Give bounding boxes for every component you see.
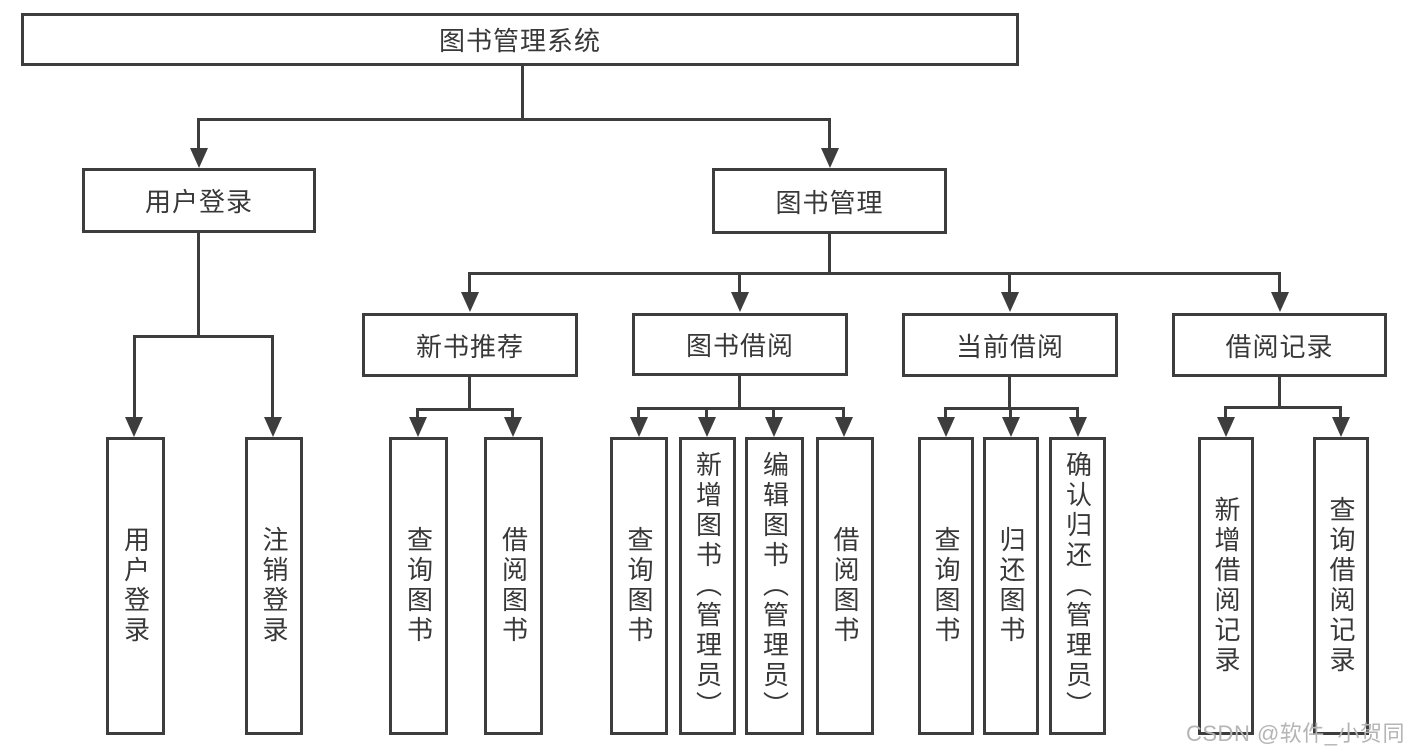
connector-g2-drop-3 xyxy=(772,407,775,419)
connector-root-split xyxy=(197,118,831,121)
node-borrowing-records: 借阅记录 xyxy=(1172,313,1387,377)
node-new-book-recommendation-label: 新书推荐 xyxy=(415,331,524,362)
leaf-query-borrow-record-label: 查询借阅记录 xyxy=(1326,496,1356,676)
arrow-down-icon xyxy=(630,417,648,437)
leaf-logout: 注销登录 xyxy=(245,437,303,735)
arrow-down-icon xyxy=(1001,292,1019,312)
connector-g3-drop-1 xyxy=(944,407,947,419)
leaf-confirm-return-admin-label: 确认归还（管理员） xyxy=(1062,451,1093,721)
arrow-down-icon xyxy=(765,417,783,437)
connector-g2-drop-4 xyxy=(842,407,845,419)
arrow-down-icon xyxy=(125,417,143,437)
connector-g3-drop-2 xyxy=(1009,407,1012,419)
node-user-login: 用户登录 xyxy=(82,168,316,233)
csdn-watermark: CSDN @软件_小贺同学 xyxy=(1186,721,1405,746)
connector-book-split xyxy=(468,272,1281,275)
leaf-borrow-books-recommend-label: 借阅图书 xyxy=(498,526,529,646)
arrow-down-icon xyxy=(190,148,208,168)
leaf-borrow-books-recommend: 借阅图书 xyxy=(484,437,543,735)
arrow-down-icon xyxy=(821,148,839,168)
leaf-logout-label: 注销登录 xyxy=(259,526,289,646)
node-current-borrowing-label: 当前借阅 xyxy=(955,331,1064,362)
connector-g3-trunk xyxy=(1008,376,1011,409)
connector-drop-leaf-user-login xyxy=(133,335,136,418)
connector-g4-trunk xyxy=(1278,376,1281,408)
leaf-user-login: 用户登录 xyxy=(106,437,165,735)
arrow-down-icon xyxy=(504,417,522,437)
leaf-query-books-borrowing-label: 查询图书 xyxy=(624,526,654,646)
arrow-down-icon xyxy=(731,292,749,312)
arrow-down-icon xyxy=(1271,292,1289,312)
node-book-management: 图书管理 xyxy=(712,168,947,234)
connector-drop-book-management xyxy=(828,118,831,151)
arrow-down-icon xyxy=(264,417,282,437)
connector-g1-drop-1 xyxy=(416,408,419,419)
connector-g4-split xyxy=(1224,406,1342,409)
node-library-management-system: 图书管理系统 xyxy=(21,13,1019,66)
connector-g2-drop-1 xyxy=(637,407,640,419)
connector-g1-split xyxy=(416,408,514,411)
connector-g2-drop-2 xyxy=(705,407,708,419)
connector-g4-drop-1 xyxy=(1224,406,1227,419)
leaf-user-login-label: 用户登录 xyxy=(120,526,151,646)
connector-drop-borrowing-records xyxy=(1278,272,1281,294)
leaf-edit-books-admin-label: 编辑图书（管理员） xyxy=(759,451,790,721)
connector-g4-drop-2 xyxy=(1339,406,1342,419)
leaf-confirm-return-admin: 确认归还（管理员） xyxy=(1049,437,1106,735)
leaf-borrow-books: 借阅图书 xyxy=(816,437,874,735)
arrow-down-icon xyxy=(1332,417,1350,437)
leaf-return-books-label: 归还图书 xyxy=(996,526,1026,646)
connector-g3-drop-3 xyxy=(1076,407,1079,419)
leaf-return-books: 归还图书 xyxy=(983,437,1039,735)
arrow-down-icon xyxy=(461,292,479,312)
node-book-management-label: 图书管理 xyxy=(775,187,884,218)
arrow-down-icon xyxy=(835,417,853,437)
connector-drop-leaf-logout xyxy=(271,335,274,418)
leaf-add-books-admin-label: 新增图书（管理员） xyxy=(692,451,723,721)
leaf-borrow-books-label: 借阅图书 xyxy=(830,526,860,646)
leaf-query-books-borrowing: 查询图书 xyxy=(610,437,668,735)
node-book-borrowing: 图书借阅 xyxy=(632,313,848,376)
leaf-edit-books-admin: 编辑图书（管理员） xyxy=(745,437,804,735)
connector-user-split xyxy=(133,335,274,338)
node-library-management-system-label: 图书管理系统 xyxy=(438,26,601,56)
leaf-query-books-current-label: 查询图书 xyxy=(931,526,961,646)
arrow-down-icon xyxy=(1002,417,1020,437)
arrow-down-icon xyxy=(1069,417,1087,437)
leaf-add-borrow-record: 新增借阅记录 xyxy=(1198,437,1254,735)
leaf-query-books-recommend: 查询图书 xyxy=(389,437,448,735)
connector-user-trunk xyxy=(197,232,200,337)
connector-drop-book-borrowing xyxy=(738,272,741,294)
connector-book-trunk xyxy=(828,233,831,274)
connector-drop-new-book xyxy=(468,272,471,294)
arrow-down-icon xyxy=(409,417,427,437)
node-borrowing-records-label: 借阅记录 xyxy=(1225,331,1334,362)
arrow-down-icon xyxy=(698,417,716,437)
leaf-query-books-recommend-label: 查询图书 xyxy=(403,526,434,646)
connector-g2-trunk xyxy=(738,375,741,409)
node-book-borrowing-label: 图书借阅 xyxy=(685,331,794,361)
connector-root-trunk xyxy=(521,64,524,120)
connector-g1-drop-2 xyxy=(511,408,514,419)
connector-drop-current-borrowing xyxy=(1008,272,1011,294)
arrow-down-icon xyxy=(1217,417,1235,437)
connector-drop-user-login xyxy=(197,118,200,151)
leaf-query-books-current: 查询图书 xyxy=(918,437,974,735)
leaf-query-borrow-record: 查询借阅记录 xyxy=(1313,437,1369,735)
connector-g2-split xyxy=(637,407,845,410)
connector-g1-trunk xyxy=(468,376,471,410)
leaf-add-books-admin: 新增图书（管理员） xyxy=(679,437,736,735)
node-new-book-recommendation: 新书推荐 xyxy=(362,313,578,377)
leaf-add-borrow-record-label: 新增借阅记录 xyxy=(1211,496,1241,676)
arrow-down-icon xyxy=(937,417,955,437)
node-user-login-label: 用户登录 xyxy=(144,187,253,217)
node-current-borrowing: 当前借阅 xyxy=(902,313,1118,377)
